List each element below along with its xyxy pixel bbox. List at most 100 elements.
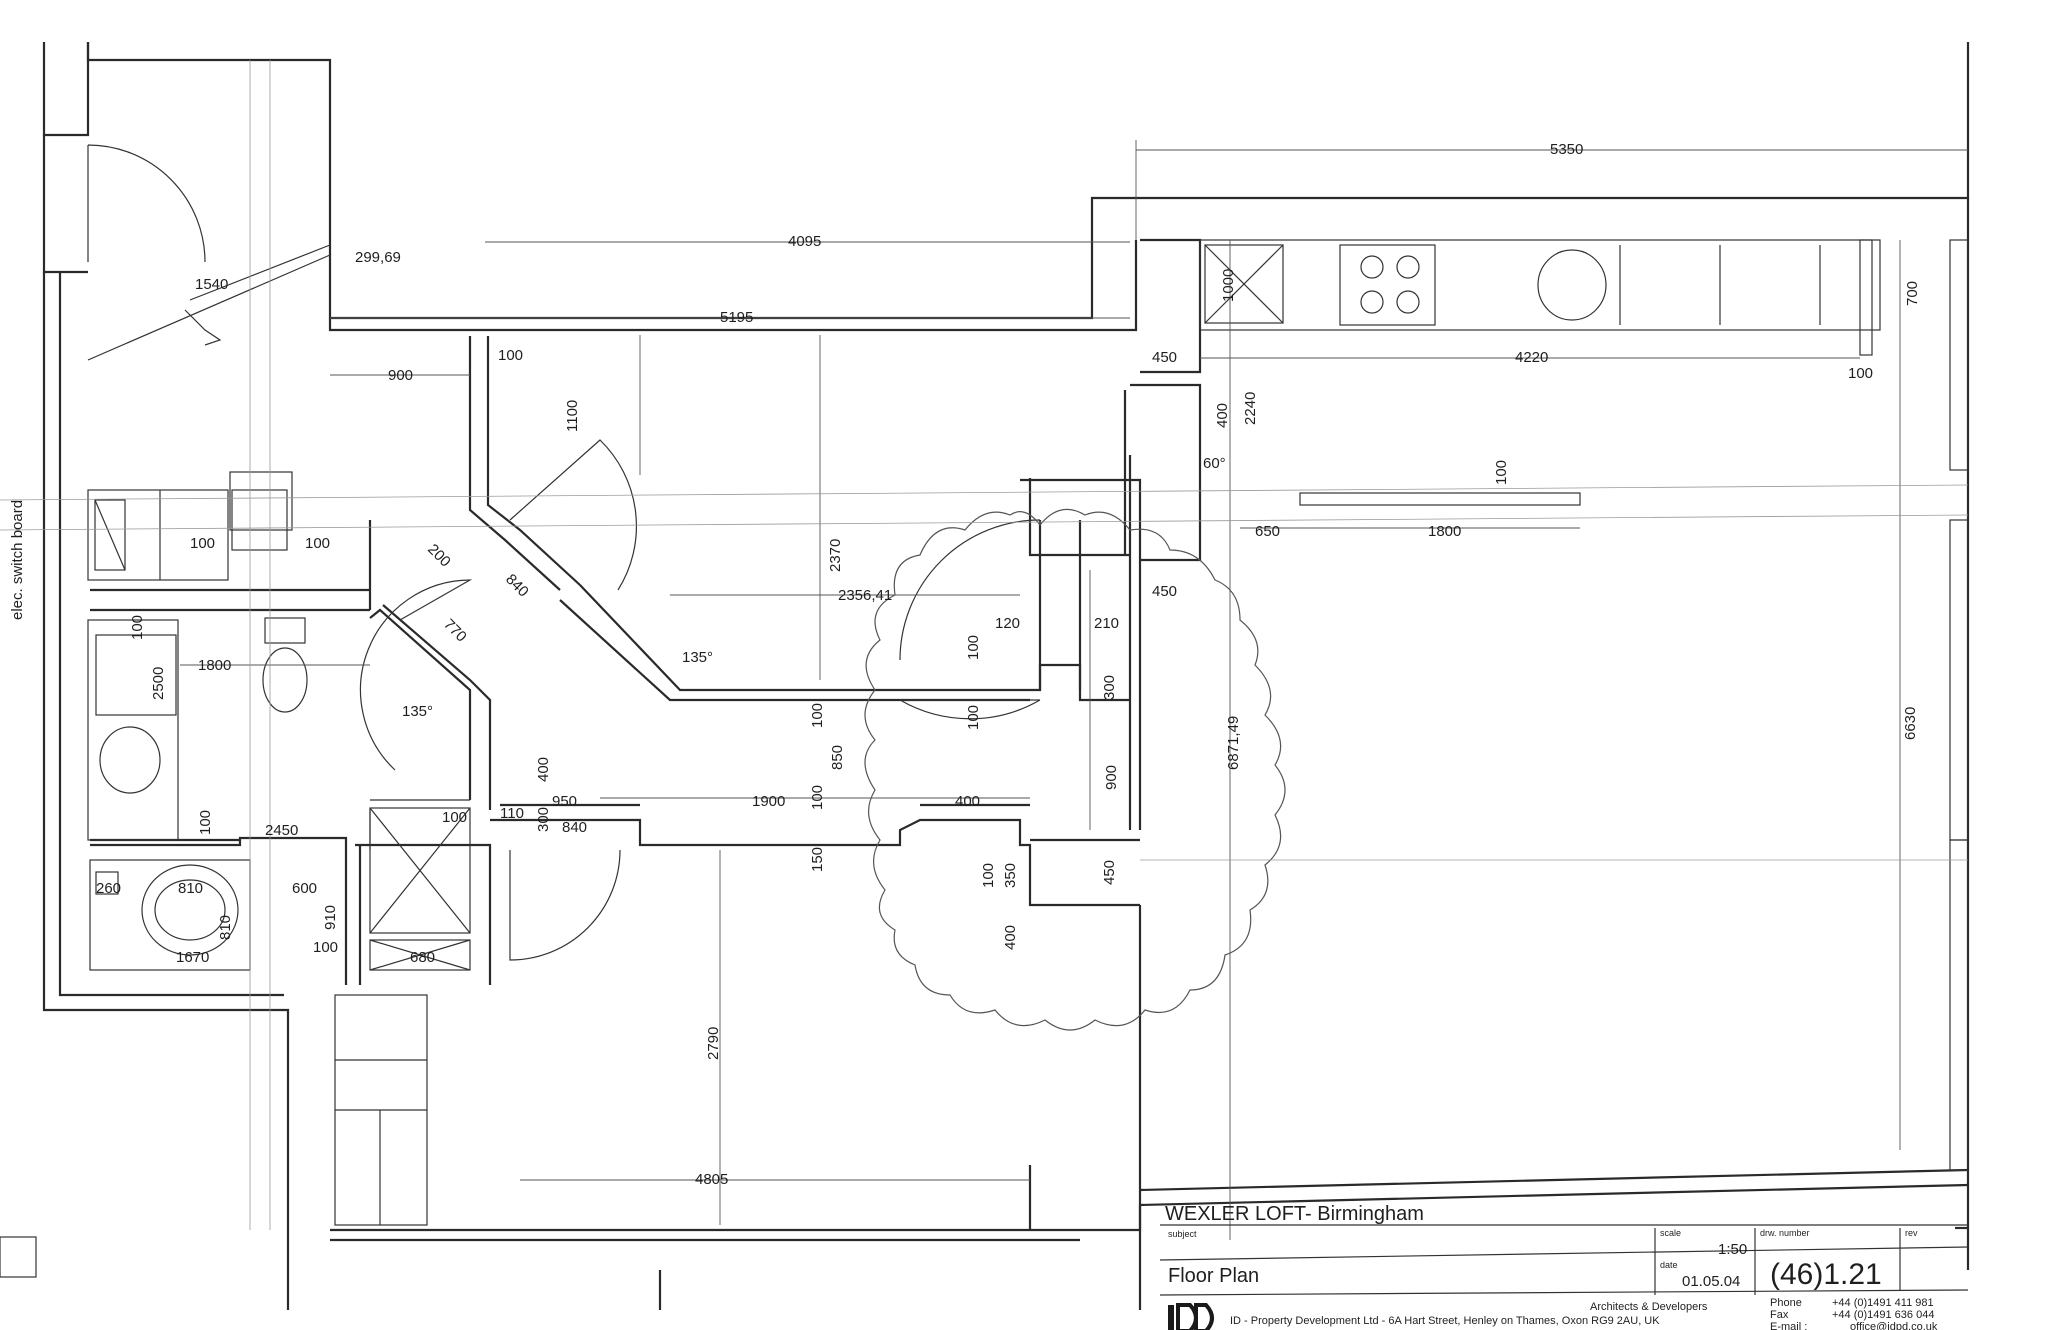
dim-label: 2450 [265, 822, 298, 839]
dim-label: 150 [809, 847, 826, 872]
dim-label: 900 [1103, 765, 1120, 790]
dim-label: 2500 [150, 667, 167, 700]
scale-label: scale [1660, 1228, 1681, 1238]
firm-address: ID - Property Development Ltd - 6A Hart … [1230, 1315, 1660, 1327]
dim-label: 680 [410, 949, 435, 966]
dim-label: 100 [305, 535, 330, 552]
revision-label: rev [1905, 1228, 1918, 1238]
title-block: WEXLER LOFT- Birmingham subject scale dr… [1159, 1203, 1969, 1330]
dim-label: 60° [1203, 455, 1226, 472]
email-label: E-mail : [1770, 1321, 1807, 1330]
dim-label: 1670 [176, 949, 209, 966]
doors [87, 144, 1041, 961]
dim-label: 910 [322, 905, 339, 930]
phone-number: +44 (0)1491 411 981 [1832, 1297, 1934, 1309]
dim-label: 299,69 [355, 249, 401, 266]
project-name: WEXLER LOFT- Birmingham [1165, 1203, 1424, 1225]
email-address: office@idpd.co.uk [1850, 1321, 1938, 1330]
drawing-number: (46)1.21 [1770, 1258, 1882, 1291]
date-value: 01.05.04 [1682, 1273, 1740, 1290]
dim-label: 2356,41 [838, 587, 892, 604]
scale-value: 1:50 [1718, 1241, 1747, 1258]
dim-label: 1800 [1428, 523, 1461, 540]
dim-label: 850 [829, 745, 846, 770]
dim-label: 100 [190, 535, 215, 552]
dim-label: 260 [96, 880, 121, 897]
dim-label: 400 [1002, 925, 1019, 950]
dim-label: 770 [440, 616, 470, 646]
dim-label: 2370 [827, 539, 844, 572]
dim-label: 100 [197, 810, 214, 835]
dim-label: 100 [980, 863, 997, 888]
dim-label: 100 [313, 939, 338, 956]
drawing-title: Floor Plan [1168, 1265, 1259, 1287]
dim-label: 840 [502, 571, 532, 601]
dim-label: 450 [1101, 860, 1118, 885]
dim-label: 900 [388, 367, 413, 384]
dim-label: 5350 [1550, 141, 1583, 158]
dim-label: 6630 [1902, 707, 1919, 740]
dim-label: 2790 [705, 1027, 722, 1060]
dim-label: 200 [424, 541, 454, 571]
phone-label: Phone [1770, 1297, 1802, 1309]
dim-label: 110 [500, 805, 524, 822]
firm-logo [1168, 1303, 1214, 1330]
dim-label: 810 [217, 915, 234, 940]
dim-label: 100 [129, 615, 146, 640]
subject-label: subject [1168, 1229, 1197, 1239]
bathroom-fixtures [87, 471, 471, 971]
dim-label: 700 [1904, 281, 1921, 306]
dim-label: 100 [442, 809, 467, 826]
fax-label: Fax [1770, 1309, 1789, 1321]
dim-label: 650 [1255, 523, 1280, 540]
dim-label: 300 [535, 807, 552, 832]
dim-label: 1800 [198, 657, 231, 674]
dim-label: 1540 [195, 276, 228, 293]
dim-label: 5195 [720, 309, 753, 326]
dim-label: 950 [552, 793, 577, 810]
dim-label: 1000 [1220, 269, 1237, 302]
outer-walls [0, 42, 1970, 1310]
kitchen-counter [1199, 239, 1881, 356]
dim-label: 100 [965, 635, 982, 660]
dim-label: 100 [1493, 460, 1510, 485]
internal-walls [90, 238, 1969, 1310]
window-pillars [1299, 239, 1969, 1171]
revision-cloud [864, 508, 1286, 1031]
dim-label: 100 [809, 785, 826, 810]
firm-tagline: Architects & Developers [1590, 1301, 1708, 1313]
dim-label: 100 [498, 347, 523, 364]
switch-board-label: elec. switch board [9, 500, 26, 620]
dim-label: 100 [1848, 365, 1873, 382]
dimension-lines [0, 60, 1969, 1240]
dim-label: 840 [562, 819, 587, 836]
dim-label: 400 [535, 757, 552, 782]
dim-label: 210 [1094, 615, 1119, 632]
dim-label: 6871,49 [1225, 716, 1242, 770]
fax-number: +44 (0)1491 636 044 [1832, 1309, 1934, 1321]
storage-cupboard [334, 994, 428, 1226]
dim-label: 4095 [788, 233, 821, 250]
dim-label: 1900 [752, 793, 785, 810]
dim-label: 100 [809, 703, 826, 728]
dim-label: 300 [1101, 675, 1118, 700]
dim-label: 135° [682, 649, 713, 666]
dimension-labels: 5350 4095 5195 299,69 1540 900 100 1100 … [96, 141, 1921, 1188]
dim-label: 350 [1002, 863, 1019, 888]
dim-label: 450 [1152, 349, 1177, 366]
date-label: date [1660, 1260, 1678, 1270]
dim-label: 400 [1214, 403, 1231, 428]
dim-label: 4805 [695, 1171, 728, 1188]
dim-label: 450 [1152, 583, 1177, 600]
dim-label: 100 [965, 705, 982, 730]
dim-label: 600 [292, 880, 317, 897]
drawing-number-label: drw. number [1760, 1228, 1810, 1238]
dim-label: 4220 [1515, 349, 1548, 366]
dim-label: 2240 [1242, 392, 1259, 425]
dim-label: 1100 [564, 400, 581, 432]
dim-label: 120 [995, 615, 1020, 632]
dim-label: 810 [178, 880, 203, 897]
dim-label: 135° [402, 703, 433, 720]
dim-label: 400 [955, 793, 980, 810]
